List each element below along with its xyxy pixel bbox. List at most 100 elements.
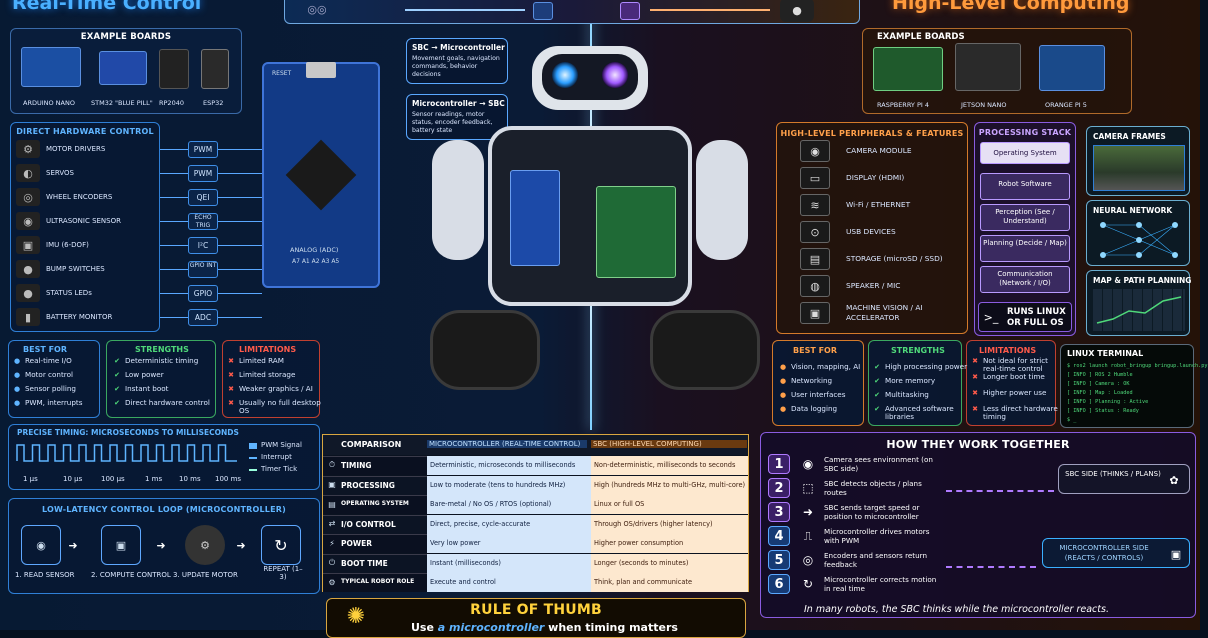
right-str-item-3: Advanced software libraries <box>885 404 954 421</box>
together-footer: In many robots, the SBC thinks while the… <box>804 604 1109 615</box>
rboard-label-1: JETSON NANO <box>961 101 1007 109</box>
together-step-text-2: SBC sends target speed or position to mi… <box>824 503 920 521</box>
hw-connector-4 <box>160 245 188 246</box>
board-rp2040 <box>159 49 189 89</box>
table-cell-3-0: I/O CONTROL <box>341 519 396 529</box>
hw-icon-6: ● <box>16 284 40 302</box>
robot-eye-right <box>602 62 628 88</box>
peri-label-4: STORAGE (microSD / SSD) <box>846 254 943 263</box>
hw-label-2: WHEEL ENCODERS <box>46 193 113 201</box>
stack-item-4: Communication (Network / I/O) <box>980 266 1070 293</box>
hw-bus-7 <box>218 317 262 318</box>
top-flow-strip <box>284 0 860 24</box>
map-grid <box>1093 289 1185 331</box>
together-panel: HOW THEY WORK TOGETHER <box>760 432 1196 618</box>
left-str-item-1: Low power <box>125 370 164 379</box>
rboard-label-0: RASPBERRY PI 4 <box>877 101 930 109</box>
control-loop-title: LOW-LATENCY CONTROL LOOP (MICROCONTROLLE… <box>42 505 286 514</box>
left-limitations: LIMITATIONS <box>222 340 320 418</box>
hw-icon-7: ▮ <box>16 308 40 326</box>
together-step-text-0: Camera sees environment (on SBC side) <box>824 455 933 473</box>
right-best-item-2: User interfaces <box>791 390 846 399</box>
left-limitations-title: LIMITATIONS <box>239 345 297 354</box>
together-step-text-1: SBC detects objects / plans routes <box>824 479 922 497</box>
table-cell-0-2: Non-deterministic, milliseconds to secon… <box>591 456 748 475</box>
right-boards-title: EXAMPLE BOARDS <box>877 32 965 42</box>
lightbulb-icon: ✺ <box>346 603 366 629</box>
right-limitations: LIMITATIONS <box>966 340 1056 426</box>
terminal-line-6: $ _ <box>1067 417 1077 423</box>
pwm-waveform <box>16 444 237 462</box>
chip-icon: ▣ <box>1170 547 1182 561</box>
hw-icon-2: ◎ <box>16 188 40 206</box>
table-icon-4: ⚡ <box>329 538 335 548</box>
legend-tick: Timer Tick <box>261 465 298 473</box>
peri-icon-1: ▭ <box>800 167 830 189</box>
rule-text-prefix: Use <box>411 621 438 634</box>
hw-label-0: MOTOR DRIVERS <box>46 145 106 153</box>
right-lim-mark-3: ✖ <box>972 405 978 413</box>
left-str-mark-2: ✔ <box>114 385 120 393</box>
left-str-mark-0: ✔ <box>114 357 120 365</box>
stack-item-2: Perception (See / Understand) <box>980 204 1070 231</box>
comparison-table: COMPARISON MICROCONTROLLER (REAL-TIME CO… <box>322 434 749 592</box>
hw-icon-5: ● <box>16 260 40 278</box>
table-header-1: MICROCONTROLLER (REAL-TIME CONTROL) <box>427 440 587 448</box>
together-step-icon-5: ↻ <box>802 577 814 591</box>
peri-label-5: SPEAKER / MIC <box>846 281 901 290</box>
neural-network-title: NEURAL NETWORK <box>1093 206 1173 215</box>
table-header-0: COMPARISON <box>341 440 402 449</box>
peri-label-0: CAMERA MODULE <box>846 146 912 155</box>
hw-iface-3: ECHO TRIG <box>188 213 218 230</box>
table-cell-1-0: PROCESSING <box>341 480 395 490</box>
together-step-num-4: 5 <box>768 550 790 570</box>
peri-icon-2: ≋ <box>800 194 830 216</box>
hw-icon-0: ⚙ <box>16 140 40 158</box>
peri-label-1: DISPLAY (HDMI) <box>846 173 905 182</box>
strip-sbc-chip <box>620 2 640 20</box>
hw-bus-6 <box>218 293 262 294</box>
hw-iface-1: PWM <box>188 165 218 182</box>
together-step-icon-1: ⬚ <box>802 481 814 495</box>
robot-sbc-inside <box>596 186 676 278</box>
sbc-side-box: SBC SIDE (THINKS / PLANS) ✿ <box>1058 464 1190 494</box>
right-best-mark-1: ● <box>779 377 787 385</box>
right-str-mark-3: ✔ <box>874 405 880 413</box>
brain-icon: ✿ <box>1169 473 1179 487</box>
peri-icon-5: ◍ <box>800 275 830 297</box>
table-cell-4-0: POWER <box>341 539 373 548</box>
left-boards-title: EXAMPLE BOARDS <box>80 32 172 42</box>
right-best-mark-0: ● <box>779 363 787 371</box>
hw-label-1: SERVOS <box>46 169 74 177</box>
terminal-title: LINUX TERMINAL <box>1067 349 1144 358</box>
together-title: HOW THEY WORK TOGETHER <box>886 438 1070 451</box>
table-cell-2-2: Linux or full OS <box>591 495 748 514</box>
mcu-analog-label: ANALOG (ADC) <box>290 246 339 254</box>
together-step-icon-0: ◉ <box>802 457 814 471</box>
table-icon-6: ⚙ <box>328 577 336 587</box>
legend-pwm-swatch <box>249 443 257 449</box>
table-header-2: SBC (HIGH-LEVEL COMPUTING) <box>591 440 747 448</box>
right-lim-mark-0: ✖ <box>972 357 978 365</box>
hw-iface-6: GPIO <box>188 285 218 302</box>
terminal-line-3: [ INFO ] Map : Loaded <box>1067 390 1133 396</box>
linux-terminal: LINUX TERMINAL $ ros2 launch robot_bring… <box>1060 344 1208 428</box>
peri-label-3: USB DEVICES <box>846 227 896 236</box>
sensor-read-icon: ◉ <box>21 525 61 565</box>
loop-step-0: 1. READ SENSOR <box>15 571 75 579</box>
hw-bus-3 <box>218 221 262 222</box>
hw-label-3: ULTRASONIC SENSOR <box>46 217 121 225</box>
cpu-icon: ▣ <box>101 525 141 565</box>
sensor-icon: ◎◎ <box>307 2 327 16</box>
board-label-3: ESP32 <box>203 99 224 107</box>
timing-tick-4: 10 ms <box>179 475 201 483</box>
hw-connector-6 <box>160 293 188 294</box>
peri-icon-0: ◉ <box>800 140 830 162</box>
left-lim-mark-2: ✖ <box>228 385 234 393</box>
rule-of-thumb: RULE OF THUMB Use a microcontroller when… <box>326 598 746 638</box>
table-cell-2-0: OPERATING SYSTEM <box>341 500 409 507</box>
timing-title: PRECISE TIMING: MICROSECONDS TO MILLISEC… <box>17 428 239 437</box>
right-best-for: BEST FOR <box>772 340 864 426</box>
mcu-to-sbc-callout: Microcontroller → SBC Sensor readings, m… <box>406 94 508 140</box>
left-best-item-2: Sensor polling <box>25 384 76 393</box>
